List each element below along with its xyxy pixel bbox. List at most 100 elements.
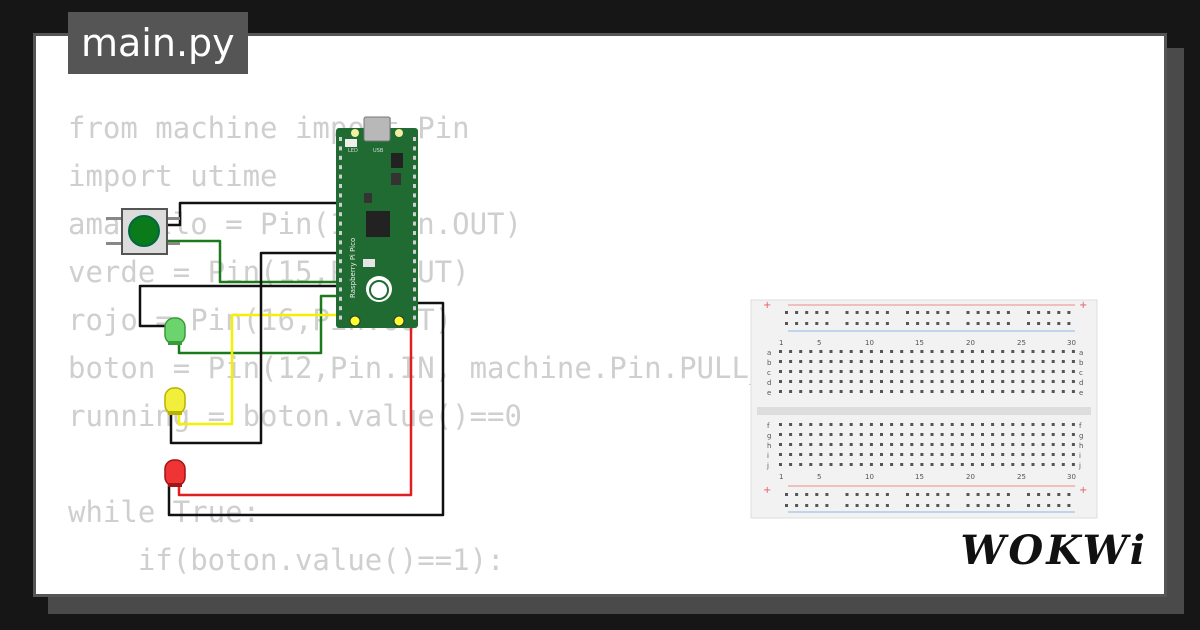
led-red[interactable] (164, 459, 186, 487)
breadboard-hole (815, 311, 819, 314)
breadboard[interactable]: + + + + 1 5 10 15 20 25 30 1 5 10 15 20 … (750, 299, 1098, 519)
breadboard-hole (795, 493, 799, 496)
breadboard-hole (1027, 504, 1030, 507)
led-green[interactable] (164, 317, 186, 345)
breadboard-hole (1067, 493, 1071, 496)
breadboard-hole (1031, 443, 1035, 446)
board-led-label: LED (348, 148, 358, 154)
breadboard-hole (779, 433, 782, 436)
breadboard-hole (991, 433, 995, 436)
breadboard-hole (1061, 463, 1065, 466)
svg-text:a: a (767, 349, 771, 357)
breadboard-hole (789, 350, 793, 353)
breadboard-hole (1067, 322, 1071, 325)
breadboard-hole (845, 322, 849, 325)
file-tab-main-py[interactable]: main.py (68, 12, 248, 74)
breadboard-hole (890, 453, 894, 456)
breadboard-hole (920, 443, 924, 446)
board-pin (339, 240, 342, 245)
board-pin (413, 202, 416, 207)
breadboard-hole (885, 504, 889, 507)
board-pin (413, 240, 416, 245)
breadboard-hole (960, 423, 964, 426)
breadboard-hole (970, 350, 974, 353)
board-pin (339, 184, 342, 188)
breadboard-hole (996, 322, 1000, 325)
breadboard-hole (1041, 433, 1045, 436)
breadboard-hole (1051, 463, 1055, 466)
breadboard-hole (970, 390, 974, 393)
breadboard-hole (940, 453, 944, 456)
wire-black-button (166, 201, 348, 227)
breadboard-hole (865, 311, 869, 314)
breadboard-hole (849, 390, 853, 393)
breadboard-hole (859, 463, 863, 466)
breadboard-hole (960, 370, 964, 373)
breadboard-hole (1011, 370, 1015, 373)
breadboard-hole (991, 380, 995, 383)
breadboard-hole (986, 493, 990, 496)
breadboard-hole (1047, 504, 1051, 507)
breadboard-hole (1011, 360, 1015, 363)
breadboard-hole (809, 380, 813, 383)
svg-text:g: g (767, 432, 771, 440)
board-pin (339, 268, 342, 273)
breadboard-hole (960, 350, 964, 353)
breadboard-hole (839, 370, 843, 373)
breadboard-hole (779, 350, 782, 353)
svg-text:b: b (767, 359, 772, 367)
breadboard-hole (991, 463, 995, 466)
breadboard-hole (920, 423, 924, 426)
breadboard-hole (946, 493, 950, 496)
svg-text:15: 15 (915, 339, 924, 347)
breadboard-hole (1021, 453, 1025, 456)
breadboard-hole (900, 380, 904, 383)
breadboard-hole (936, 322, 940, 325)
wire-green-led (177, 294, 348, 355)
board-pin (339, 249, 342, 254)
breadboard-hole (1051, 433, 1055, 436)
breadboard-hole (789, 463, 793, 466)
breadboard-hole (991, 443, 995, 446)
breadboard-hole (809, 370, 813, 373)
breadboard-hole (1006, 493, 1010, 496)
board-pin (413, 249, 416, 254)
breadboard-hole (855, 493, 859, 496)
breadboard-hole (1061, 380, 1065, 383)
breadboard-hole (839, 350, 843, 353)
breadboard-hole (970, 443, 974, 446)
breadboard-hole (976, 322, 980, 325)
breadboard-hole (1021, 390, 1025, 393)
breadboard-hole (986, 322, 990, 325)
breadboard-hole (1001, 443, 1005, 446)
breadboard-hole (1047, 493, 1051, 496)
breadboard-hole (815, 493, 819, 496)
breadboard-hole (779, 443, 782, 446)
breadboard-hole (849, 453, 853, 456)
breadboard-hole (981, 350, 984, 353)
svg-text:30: 30 (1067, 473, 1076, 481)
breadboard-hole (1001, 453, 1005, 456)
breadboard-hole (825, 493, 829, 496)
board-pin (339, 306, 342, 311)
breadboard-hole (930, 423, 934, 426)
breadboard-hole (799, 370, 803, 373)
svg-text:d: d (1079, 379, 1083, 387)
breadboard-hole (1071, 453, 1075, 456)
breadboard-hole (859, 433, 863, 436)
breadboard-hole (779, 380, 782, 383)
code-line: if(boton.value()==1): (68, 543, 505, 577)
breadboard-hole (1051, 423, 1055, 426)
wire-yellow-led (177, 313, 348, 426)
pushbutton[interactable] (106, 208, 180, 255)
led-yellow[interactable] (164, 387, 186, 415)
breadboard-hole (970, 380, 974, 383)
breadboard-hole (996, 493, 1000, 496)
breadboard-hole (859, 453, 863, 456)
svg-text:h: h (1079, 442, 1083, 450)
breadboard-hole (1051, 443, 1055, 446)
breadboard-hole (940, 350, 944, 353)
breadboard-hole (815, 504, 819, 507)
breadboard-hole (1021, 463, 1025, 466)
pico-board[interactable]: LED USB Raspberry Pi Pico (336, 116, 418, 328)
